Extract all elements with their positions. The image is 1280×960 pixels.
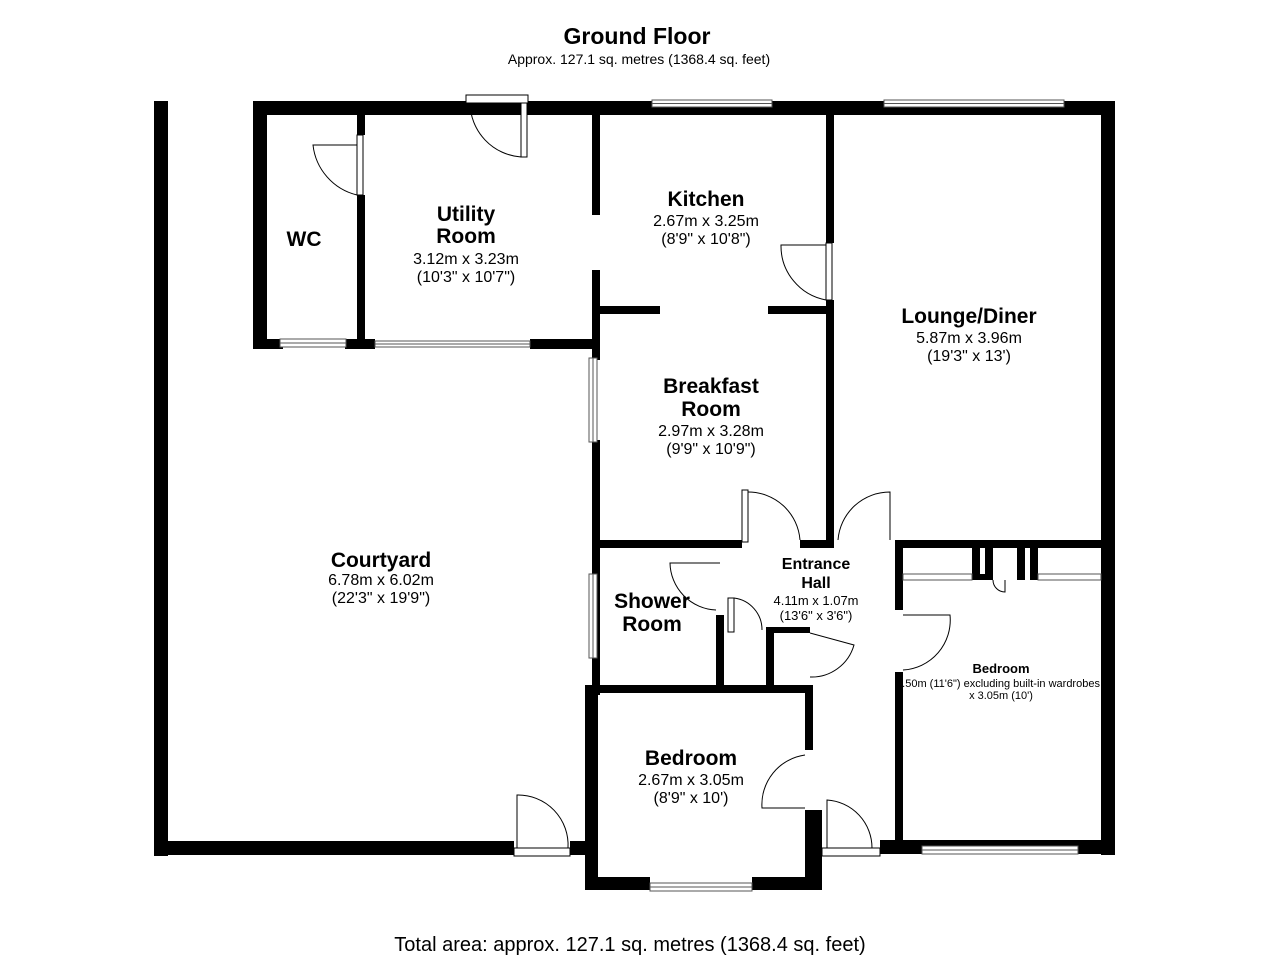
room-bedroom2-dim-line1: 3.50m (11'6") excluding built-in wardrob… — [896, 678, 1100, 690]
room-breakfast-name-2: Room — [681, 398, 741, 421]
room-breakfast-dim-metric: 2.97m x 3.28m — [658, 423, 764, 440]
walls — [154, 101, 1115, 890]
room-bedroom1-dim-metric: 2.67m x 3.05m — [638, 772, 744, 789]
room-courtyard-name: Courtyard — [331, 549, 431, 572]
room-entrance-dim-imperial: (13'6" x 3'6") — [780, 608, 853, 623]
room-bedroom2-name: Bedroom — [972, 661, 1029, 676]
room-entrance-name-1: Entrance — [782, 556, 851, 573]
room-lounge-dim-imperial: (19'3" x 13') — [927, 348, 1011, 365]
room-lounge-name: Lounge/Diner — [901, 305, 1036, 328]
room-lounge-dim-metric: 5.87m x 3.96m — [916, 330, 1022, 347]
room-kitchen-name: Kitchen — [667, 188, 744, 211]
room-utility-dim-metric: 3.12m x 3.23m — [413, 251, 519, 268]
room-shower-name-1: Shower — [614, 590, 690, 613]
room-utility-name-2: Room — [436, 225, 496, 248]
room-courtyard-dim-metric: 6.78m x 6.02m — [328, 572, 434, 589]
room-breakfast-dim-imperial: (9'9" x 10'9") — [666, 441, 756, 458]
room-shower-name-2: Room — [622, 613, 682, 636]
room-entrance-name-2: Hall — [801, 575, 830, 592]
room-courtyard-dim-imperial: (22'3" x 19'9") — [332, 590, 430, 607]
room-utility-name-1: Utility — [437, 203, 496, 226]
room-bedroom1-dim-imperial: (8'9" x 10') — [654, 790, 729, 807]
page-title: Ground Floor — [564, 23, 711, 49]
room-kitchen-dim-imperial: (8'9" x 10'8") — [661, 231, 751, 248]
room-kitchen-dim-metric: 2.67m x 3.25m — [653, 213, 759, 230]
room-entrance-dim-metric: 4.11m x 1.07m — [773, 593, 858, 608]
room-bedroom1-name: Bedroom — [645, 747, 737, 770]
room-breakfast-name-1: Breakfast — [663, 375, 759, 398]
page-subtitle: Approx. 127.1 sq. metres (1368.4 sq. fee… — [508, 51, 770, 67]
room-wc-name: WC — [287, 228, 322, 251]
room-utility-dim-imperial: (10'3" x 10'7") — [417, 269, 515, 286]
doors — [312, 94, 1006, 857]
room-bedroom2-dim-line2: x 3.05m (10') — [969, 690, 1033, 702]
total-area: Total area: approx. 127.1 sq. metres (13… — [394, 934, 865, 956]
windows — [279, 99, 1102, 892]
labels: Ground Floor Approx. 127.1 sq. metres (1… — [287, 23, 1101, 956]
